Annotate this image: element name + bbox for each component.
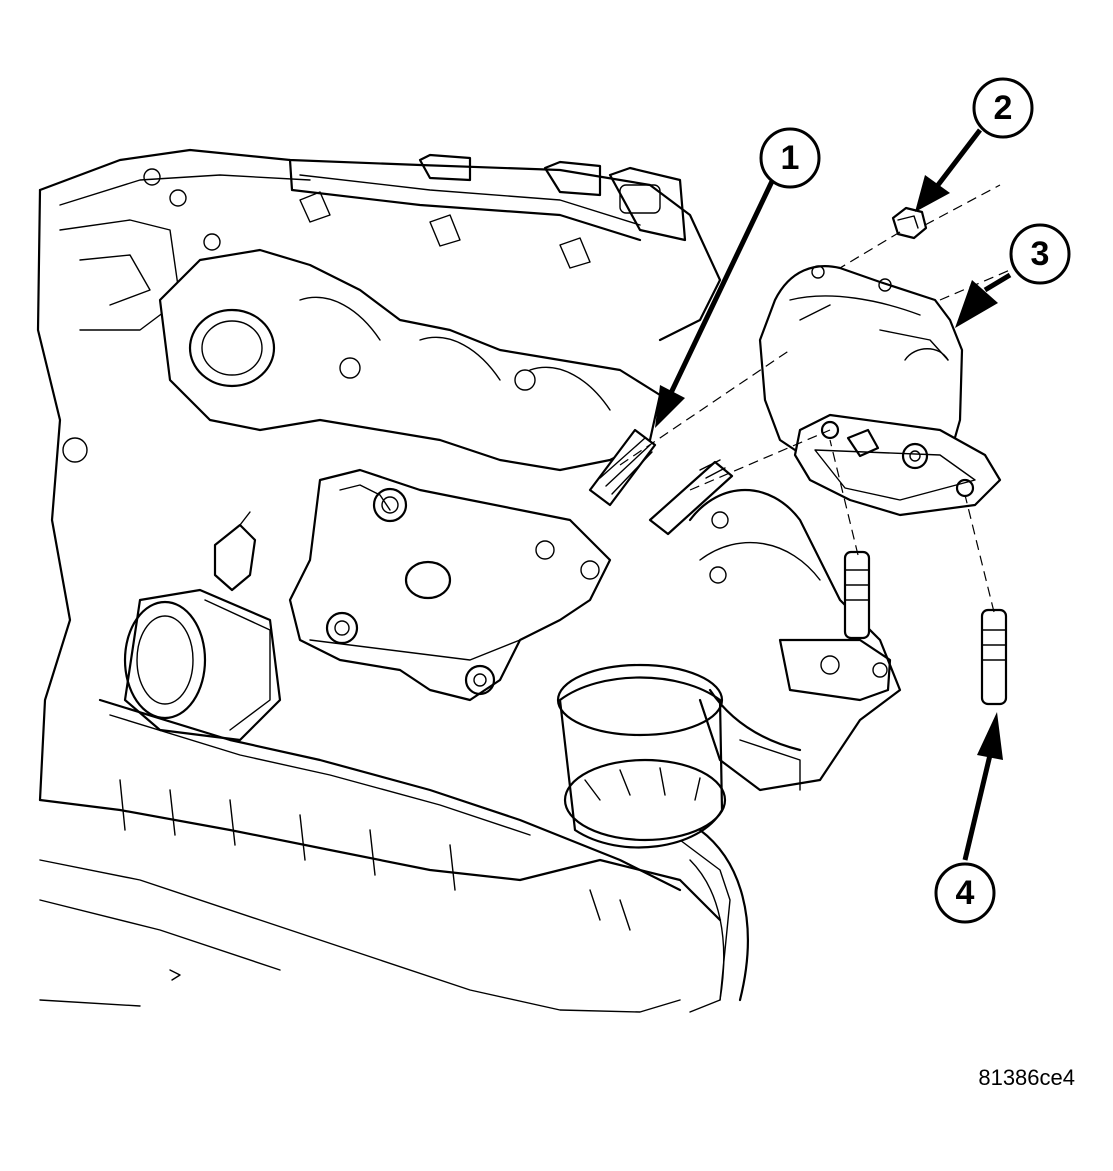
- callout-4: 4: [934, 862, 996, 924]
- callout-4-leader: [962, 712, 1003, 861]
- callout-1-leader: [655, 173, 778, 428]
- callout-2-label: 2: [994, 89, 1013, 127]
- callout-2: 2: [972, 77, 1034, 139]
- callout-1-label: 1: [781, 139, 800, 177]
- callout-3-label: 3: [1031, 235, 1050, 273]
- callout-3-leader: [955, 272, 1012, 328]
- callout-4-label: 4: [956, 874, 975, 912]
- manifold-studs-upper: [588, 428, 734, 536]
- nut-part: [891, 206, 928, 240]
- callout-3: 3: [1009, 223, 1071, 285]
- manifold-studs-lower: [843, 550, 1008, 706]
- callout-2-leader: [915, 128, 982, 212]
- engine-block-illustration: [36, 148, 902, 1013]
- exhaust-manifold-part: [758, 265, 1002, 517]
- figure-id-label: 81386ce4: [978, 1065, 1075, 1090]
- callout-1: 1: [759, 127, 821, 189]
